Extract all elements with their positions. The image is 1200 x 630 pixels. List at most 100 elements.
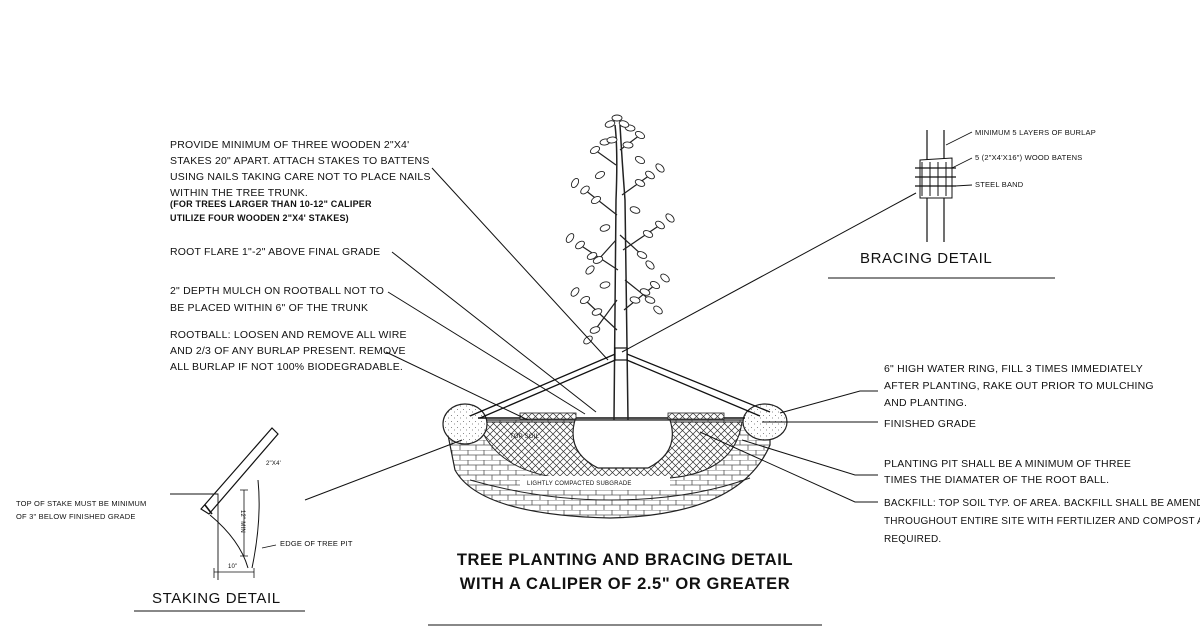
bracing-drawing xyxy=(828,130,1055,279)
note-planting-pit-line-2: TIMES THE DIAMATER OF THE ROOT BALL. xyxy=(884,474,1110,486)
leaf xyxy=(645,170,655,180)
bracing-detail-heading: BRACING DETAIL xyxy=(860,250,993,267)
note-rootball-line-1: ROOTBALL: LOOSEN AND REMOVE ALL WIRE xyxy=(170,329,407,341)
leaf xyxy=(629,296,641,304)
leader-lines xyxy=(304,167,917,503)
leaf xyxy=(622,141,634,149)
leaf xyxy=(570,287,580,297)
note-backfill-line-3: REQUIRED. xyxy=(884,534,942,545)
title-line-1: TREE PLANTING AND BRACING DETAIL xyxy=(456,551,794,569)
note-backfill: BACKFILL: TOP SOIL TYP. OF AREA. BACKFIL… xyxy=(884,495,1200,549)
note-water-ring-line-3: AND PLANTING. xyxy=(884,397,968,409)
leaf xyxy=(649,280,661,290)
leaf xyxy=(575,240,585,250)
note-root-flare-line-1: ROOT FLARE 1"-2" ABOVE FINAL GRADE xyxy=(170,246,381,258)
note-mulch-line-1: 2" DEPTH MULCH ON ROOTBALL NOT TO xyxy=(170,285,385,297)
note-water-ring-line-1: 6" HIGH WATER RING, FILL 3 TIMES IMMEDIA… xyxy=(884,363,1143,375)
note-stakes-large-trees: (FOR TREES LARGER THAN 10-12" CALIPER UT… xyxy=(170,197,372,225)
leaf xyxy=(660,273,670,283)
staking-drawing xyxy=(134,427,305,612)
note-stakes-large-line-2: UTILIZE FOUR WOODEN 2"X4' STAKES) xyxy=(170,213,349,223)
label-top-soil: TOP SOIL xyxy=(510,434,540,440)
leaf xyxy=(580,185,590,195)
leaf xyxy=(589,326,601,334)
note-stakes-line-1: PROVIDE MINIMUM OF THREE WOODEN 2"X4' xyxy=(170,139,410,151)
note-rootball-line-2: AND 2/3 OF ANY BURLAP PRESENT. REMOVE xyxy=(170,345,406,357)
label-min-depth: 12" MIN xyxy=(239,510,245,533)
water-ring-left xyxy=(442,403,488,445)
tree-trunk xyxy=(613,124,629,421)
note-stakes-line-3: USING NAILS TAKING CARE NOT TO PLACE NAI… xyxy=(170,171,431,183)
leaf xyxy=(579,295,591,305)
note-backfill-line-2: THROUGHOUT ENTIRE SITE WITH FERTILIZER A… xyxy=(884,516,1200,527)
leaf xyxy=(645,260,655,270)
guy-wire-left xyxy=(469,351,621,419)
note-finished-grade: FINISHED GRADE xyxy=(884,416,976,432)
tree-foliage xyxy=(565,114,675,345)
label-stake-width: 10" xyxy=(228,564,238,570)
leaf xyxy=(634,155,646,165)
label-steel-band: STEEL BAND xyxy=(975,180,1024,189)
leaf xyxy=(599,281,611,289)
leaf xyxy=(565,233,575,243)
leaf xyxy=(636,251,648,259)
leaf xyxy=(592,256,604,264)
rootball xyxy=(572,419,673,469)
note-rootball-line-3: ALL BURLAP IF NOT 100% BIODEGRADABLE. xyxy=(170,361,404,373)
leaf xyxy=(599,224,611,232)
note-rootball: ROOTBALL: LOOSEN AND REMOVE ALL WIRE AND… xyxy=(170,327,407,375)
note-stakes: PROVIDE MINIMUM OF THREE WOODEN 2"X4' ST… xyxy=(170,137,431,201)
note-root-flare: ROOT FLARE 1"-2" ABOVE FINAL GRADE xyxy=(170,244,380,260)
note-stakes-line-2: STAKES 20" APART. ATTACH STAKES TO BATTE… xyxy=(170,155,430,167)
label-subgrade: LIGHTLY COMPACTED SUBGRADE xyxy=(527,481,632,487)
note-water-ring-line-2: AFTER PLANTING, RAKE OUT PRIOR TO MULCHI… xyxy=(884,380,1154,392)
leaf xyxy=(634,130,646,140)
staking-detail-heading: STAKING DETAIL xyxy=(152,590,281,607)
note-planting-pit: PLANTING PIT SHALL BE A MINIMUM OF THREE… xyxy=(884,456,1131,488)
leaf xyxy=(655,163,665,173)
leaf xyxy=(589,145,601,155)
leaf xyxy=(653,305,663,315)
note-stakes-line-4: WITHIN THE TREE TRUNK. xyxy=(170,187,308,199)
mulch-left xyxy=(519,412,577,420)
leaf xyxy=(665,213,675,223)
label-stake-size: 2"X4' xyxy=(266,461,281,467)
leaf xyxy=(629,206,641,214)
leaf xyxy=(611,114,623,122)
title-line-2: WITH A CALIPER OF 2.5" OR GREATER xyxy=(459,575,791,593)
label-burlap: MINIMUM 5 LAYERS OF BURLAP xyxy=(975,128,1096,137)
leaf xyxy=(585,265,595,275)
leaf xyxy=(639,288,651,296)
guy-wire-right xyxy=(621,351,771,417)
leaf xyxy=(642,230,654,238)
label-top-of-stake: TOP OF STAKE MUST BE MINIMUM OF 3" BELOW… xyxy=(16,499,147,521)
leaf xyxy=(644,296,656,304)
guy-wires xyxy=(469,347,771,419)
note-mulch-line-2: BE PLACED WITHIN 6" OF THE TRUNK xyxy=(170,302,369,314)
note-backfill-line-1: BACKFILL: TOP SOIL TYP. OF AREA. BACKFIL… xyxy=(884,498,1200,509)
note-water-ring: 6" HIGH WATER RING, FILL 3 TIMES IMMEDIA… xyxy=(884,361,1154,412)
leaf xyxy=(634,179,646,187)
note-stakes-large-line-1: (FOR TREES LARGER THAN 10-12" CALIPER xyxy=(170,199,372,209)
leaf xyxy=(583,335,593,345)
note-finished-grade-line-1: FINISHED GRADE xyxy=(884,418,977,430)
leaf xyxy=(606,136,618,144)
leaf xyxy=(618,120,630,128)
leaf xyxy=(590,195,602,205)
leaf xyxy=(604,120,616,128)
leaf xyxy=(570,177,580,189)
note-mulch: 2" DEPTH MULCH ON ROOTBALL NOT TO BE PLA… xyxy=(170,283,384,317)
leaf xyxy=(586,252,598,260)
planting-section xyxy=(442,403,788,519)
leaf xyxy=(594,170,606,180)
note-planting-pit-line-1: PLANTING PIT SHALL BE A MINIMUM OF THREE xyxy=(884,458,1132,470)
mulch-right xyxy=(667,412,725,420)
tree xyxy=(565,114,675,421)
leaf xyxy=(655,220,665,230)
pit-base xyxy=(469,477,751,501)
leaf xyxy=(591,308,603,316)
label-batens: 5 (2"X4'X16") WOOD BATENS xyxy=(975,153,1083,162)
drawing-title: TREE PLANTING AND BRACING DETAIL WITH A … xyxy=(440,548,810,596)
label-edge-of-pit: EDGE OF TREE PIT xyxy=(280,539,353,548)
